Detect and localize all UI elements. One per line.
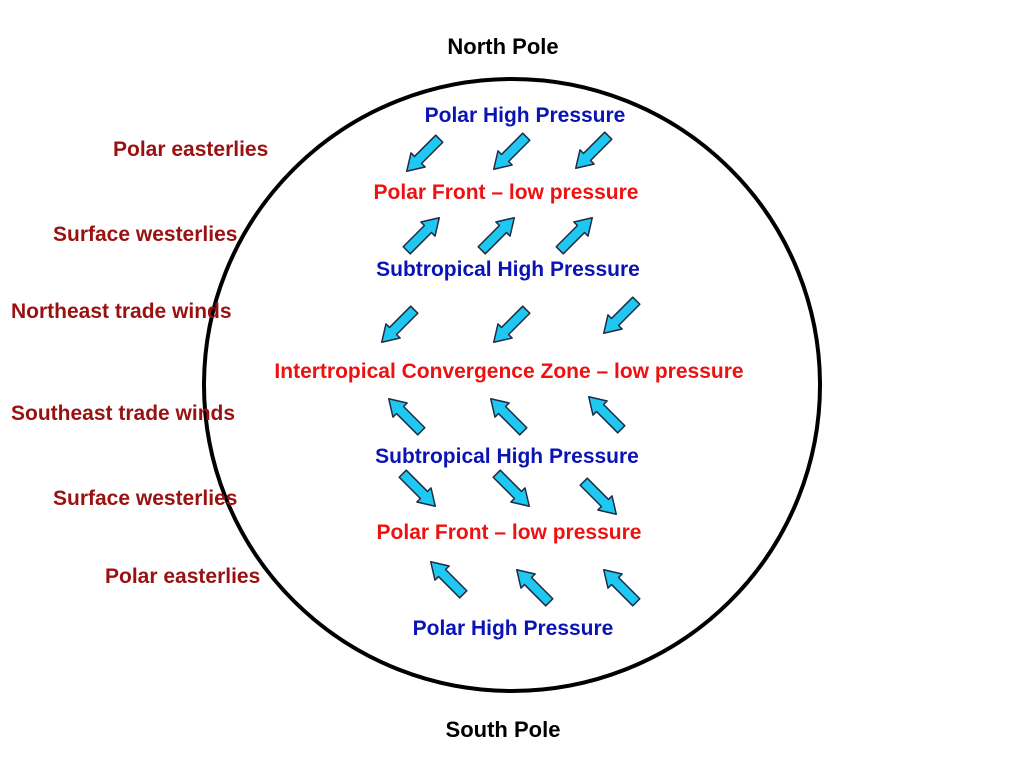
pressure-belt-polar-high-north: Polar High Pressure bbox=[424, 104, 626, 127]
wind-arrow-icon bbox=[405, 134, 444, 173]
globe-outline bbox=[202, 77, 822, 693]
wind-arrow-icon bbox=[555, 216, 594, 255]
wind-belt-polar-easterlies-south: Polar easterlies bbox=[105, 565, 261, 588]
wind-arrow-icon bbox=[602, 296, 641, 335]
wind-arrow-icon bbox=[515, 568, 554, 607]
wind-belt-northeast-trades: Northeast trade winds bbox=[11, 300, 232, 323]
wind-belt-surface-westerlies-north: Surface westerlies bbox=[53, 223, 238, 246]
wind-belt-polar-easterlies-north: Polar easterlies bbox=[113, 138, 269, 161]
wind-belt-southeast-trades: Southeast trade winds bbox=[11, 402, 236, 425]
wind-arrow-icon bbox=[602, 568, 641, 607]
pressure-belt-subtropical-high-north: Subtropical High Pressure bbox=[376, 258, 640, 281]
wind-arrow-icon bbox=[587, 395, 626, 434]
pressure-belt-polar-front-north: Polar Front – low pressure bbox=[373, 181, 639, 204]
wind-arrow-icon bbox=[398, 469, 437, 508]
wind-arrow-icon bbox=[429, 560, 468, 599]
pressure-belt-polar-high-south: Polar High Pressure bbox=[412, 617, 614, 640]
south-pole-label: South Pole bbox=[445, 717, 561, 742]
wind-arrow-icon bbox=[492, 132, 531, 171]
wind-arrow-icon bbox=[402, 216, 441, 255]
wind-arrow-icon bbox=[477, 216, 516, 255]
wind-arrows bbox=[380, 131, 641, 607]
wind-arrow-icon bbox=[489, 397, 528, 436]
pressure-belt-itcz: Intertropical Convergence Zone – low pre… bbox=[274, 360, 744, 383]
wind-arrow-icon bbox=[574, 131, 613, 170]
wind-arrow-icon bbox=[579, 477, 618, 516]
wind-arrow-icon bbox=[380, 305, 419, 344]
pressure-belt-polar-front-south: Polar Front – low pressure bbox=[376, 521, 642, 544]
north-pole-label: North Pole bbox=[447, 34, 559, 59]
wind-arrow-icon bbox=[492, 305, 531, 344]
pressure-belt-subtropical-high-south: Subtropical High Pressure bbox=[375, 445, 639, 468]
wind-belt-surface-westerlies-south: Surface westerlies bbox=[53, 487, 238, 510]
wind-arrow-icon bbox=[492, 469, 531, 508]
wind-arrow-icon bbox=[387, 397, 426, 436]
